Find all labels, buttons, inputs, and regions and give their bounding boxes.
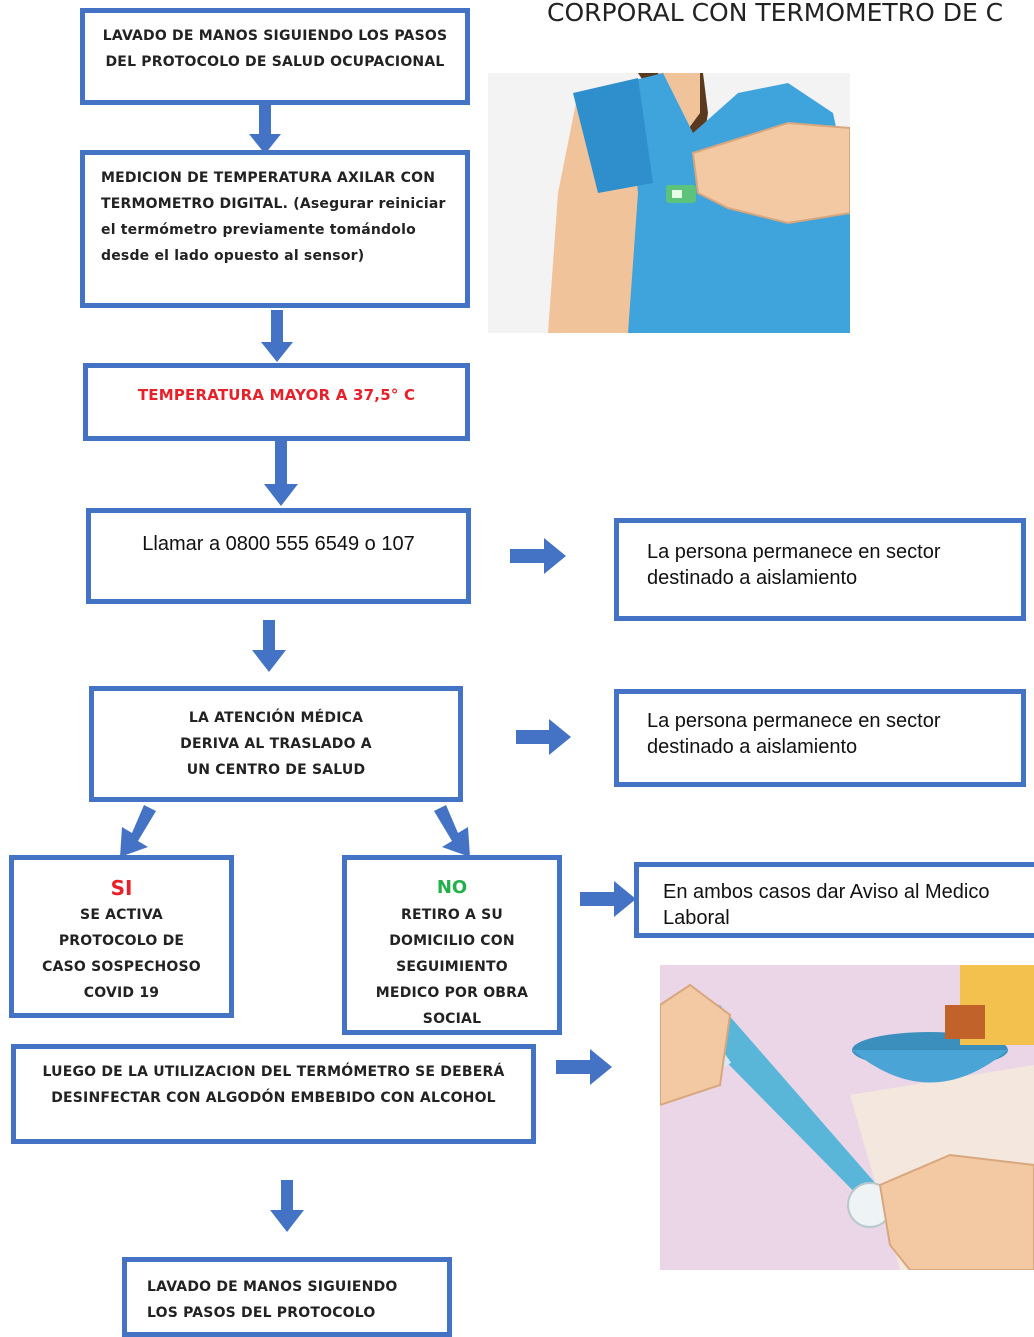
notify-doctor-box: En ambos casos dar Aviso al Medico Labor…	[634, 862, 1034, 938]
isolation-box-1: La persona permanece en sector destinado…	[614, 518, 1026, 621]
step-hand-washing-box: LAVADO DE MANOS SIGUIENDO LOS PASOS DEL …	[80, 8, 470, 105]
isolation-box-2: La persona permanece en sector destinado…	[614, 689, 1026, 787]
right-arrow-icon	[516, 719, 571, 755]
notify-doctor-text: En ambos casos dar Aviso al Medico Labor…	[663, 881, 990, 929]
diagonal-arrow-left-icon	[120, 805, 156, 857]
step-disinfect-box: LUEGO DE LA UTILIZACION DEL TERMÓMETRO S…	[11, 1044, 536, 1144]
step-final-hand-washing-text: LAVADO DE MANOS SIGUIENDO LOS PASOS DEL …	[147, 1279, 398, 1321]
down-arrow-icon	[264, 440, 298, 506]
right-arrow-icon	[510, 538, 566, 574]
step-medical-referral-box: LA ATENCIÓN MÉDICA DERIVA AL TRASLADO A …	[89, 686, 463, 802]
step-hand-washing-text: LAVADO DE MANOS SIGUIENDO LOS PASOS DEL …	[102, 28, 448, 70]
down-arrow-icon	[261, 310, 293, 362]
step-call-phone-box: Llamar a 0800 555 6549 o 107	[86, 508, 471, 604]
step-high-temperature-box: TEMPERATURA MAYOR A 37,5° C	[83, 363, 470, 441]
step-temperature-measurement-box: MEDICION DE TEMPERATURA AXILAR CON TERMO…	[80, 150, 470, 308]
step-medical-referral-text: LA ATENCIÓN MÉDICA DERIVA AL TRASLADO A …	[180, 710, 372, 778]
down-arrow-icon	[252, 620, 286, 672]
si-label: SI	[110, 876, 133, 900]
isolation-text-2: La persona permanece en sector destinado…	[647, 710, 941, 758]
si-text: SE ACTIVA PROTOCOLO DE CASO SOSPECHOSO C…	[42, 907, 201, 1001]
step-high-temperature-text: TEMPERATURA MAYOR A 37,5° C	[137, 386, 416, 404]
no-outcome-box: NO RETIRO A SU DOMICILIO CON SEGUIMIENTO…	[342, 855, 562, 1035]
step-call-phone-text: Llamar a 0800 555 6549 o 107	[142, 533, 415, 555]
step-final-hand-washing-box: LAVADO DE MANOS SIGUIENDO LOS PASOS DEL …	[122, 1257, 452, 1337]
right-arrow-icon	[556, 1049, 612, 1085]
no-label: NO	[436, 877, 468, 898]
step-disinfect-text: LUEGO DE LA UTILIZACION DEL TERMÓMETRO S…	[42, 1064, 505, 1106]
isolation-text-1: La persona permanece en sector destinado…	[647, 541, 941, 589]
step-temperature-measurement-text: MEDICION DE TEMPERATURA AXILAR CON TERMO…	[101, 170, 446, 264]
down-arrow-icon	[249, 104, 281, 154]
armpit-thermometer-illustration	[488, 73, 850, 333]
page-title: CORPORAL CON TERMOMETRO DE C	[547, 0, 1004, 27]
no-text: RETIRO A SU DOMICILIO CON SEGUIMIENTO ME…	[375, 907, 529, 1027]
si-outcome-box: SI SE ACTIVA PROTOCOLO DE CASO SOSPECHOS…	[9, 855, 234, 1018]
disinfect-thermometer-illustration	[660, 965, 1034, 1270]
down-arrow-icon	[270, 1180, 304, 1232]
right-arrow-icon	[580, 881, 636, 917]
diagonal-arrow-right-icon	[434, 805, 470, 857]
